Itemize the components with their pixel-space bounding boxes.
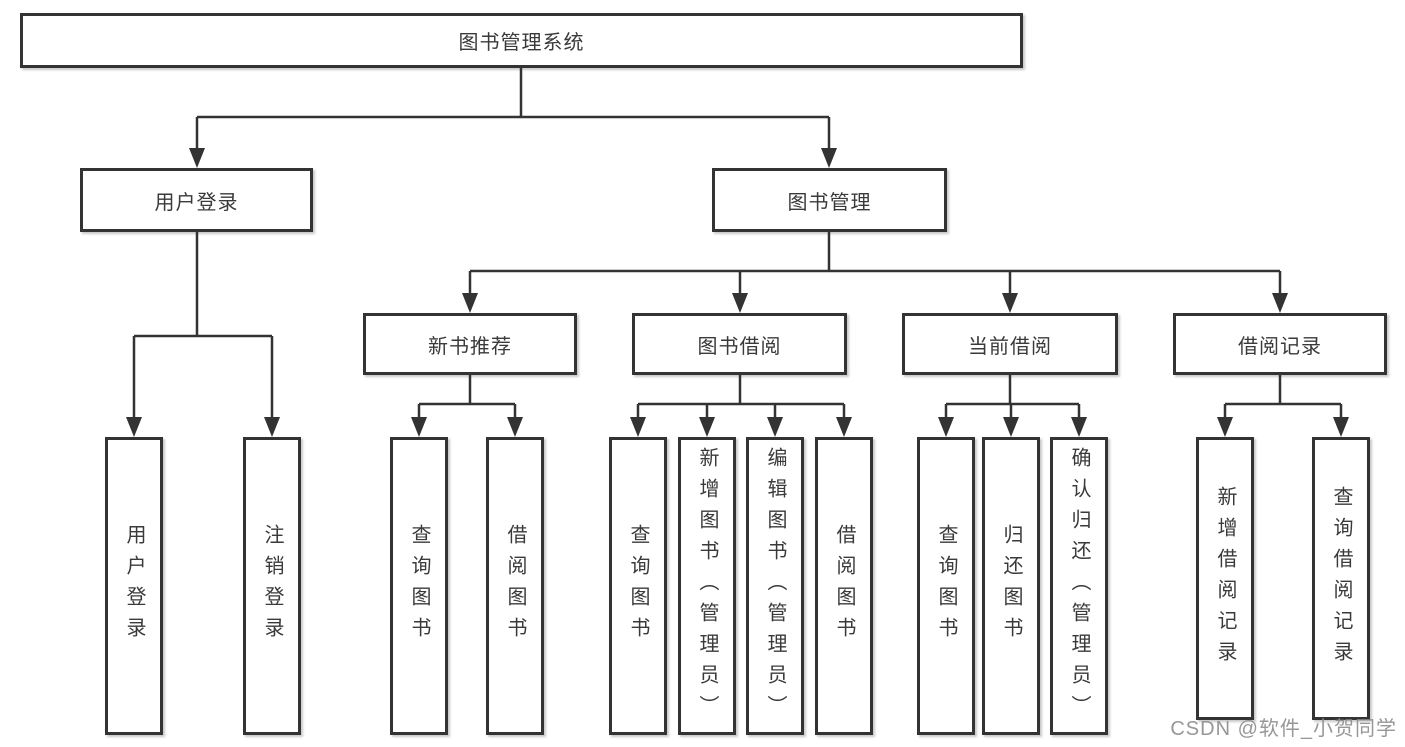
leaf-records-add-record: 新增借阅记录: [1196, 437, 1254, 720]
leaf-user-login: 用户登录: [105, 437, 163, 735]
leaf-label: 查询图书: [627, 524, 649, 648]
leaf-label: 查询借阅记录: [1330, 485, 1352, 672]
leaf-current-confirm-return-admin: 确认归还（管理员）: [1050, 437, 1108, 735]
leaf-label: 借阅图书: [833, 524, 855, 648]
node-current-borrow: 当前借阅: [902, 313, 1118, 375]
leaf-current-query-books: 查询图书: [917, 437, 975, 735]
node-new-book-recommend: 新书推荐: [363, 313, 577, 375]
leaf-label: 新增图书（管理员）: [696, 446, 718, 726]
leaf-label: 借阅图书: [504, 524, 526, 648]
leaf-records-query-record: 查询借阅记录: [1312, 437, 1370, 720]
node-book-manage: 图书管理: [712, 168, 947, 232]
node-book-borrow: 图书借阅: [632, 313, 847, 375]
leaf-label: 注销登录: [261, 524, 283, 648]
leaf-label: 用户登录: [123, 524, 145, 648]
leaf-borrow-edit-books-admin: 编辑图书（管理员）: [746, 437, 804, 735]
leaf-label: 编辑图书（管理员）: [764, 446, 786, 726]
leaf-borrow-query-books: 查询图书: [609, 437, 667, 735]
leaf-label: 确认归还（管理员）: [1068, 446, 1090, 726]
leaf-recommend-query-books: 查询图书: [390, 437, 448, 735]
leaf-label: 查询图书: [935, 524, 957, 648]
node-user-login: 用户登录: [80, 168, 313, 232]
leaf-label: 新增借阅记录: [1214, 485, 1236, 672]
leaf-borrow-borrow-books: 借阅图书: [815, 437, 873, 735]
leaf-label: 查询图书: [408, 524, 430, 648]
leaf-current-return-books: 归还图书: [982, 437, 1040, 735]
csdn-watermark: CSDN @软件_小贺同学: [1170, 718, 1397, 740]
leaf-label: 归还图书: [1000, 524, 1022, 648]
node-borrow-records: 借阅记录: [1173, 313, 1387, 375]
leaf-borrow-add-books-admin: 新增图书（管理员）: [678, 437, 736, 735]
node-root-system: 图书管理系统: [20, 13, 1023, 68]
leaf-logout-login: 注销登录: [243, 437, 301, 735]
leaf-recommend-borrow-books: 借阅图书: [486, 437, 544, 735]
